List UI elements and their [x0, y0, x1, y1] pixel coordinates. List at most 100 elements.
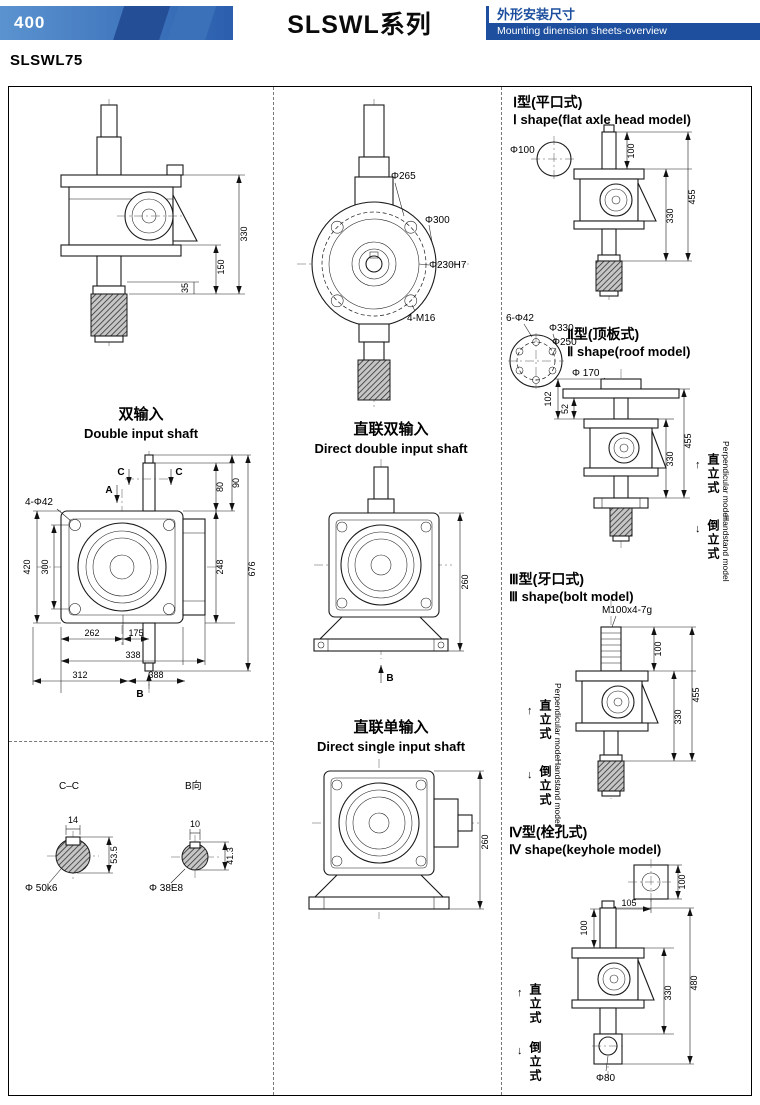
- dim-312: 312: [72, 670, 87, 680]
- orientation-handstand-en: Handstand model: [721, 515, 731, 582]
- dim-41-3: 41.3: [225, 847, 235, 865]
- shape4-detail: 100 105 100: [579, 859, 687, 949]
- direct-double-outline: [313, 459, 452, 659]
- flange-view-labels: Φ265 Φ300 Φ230H7 4-M16: [391, 171, 467, 324]
- subtitle-english: Mounting dinension sheets-overview: [489, 23, 760, 40]
- shaft-sections-drawing: C–C 14 53.5 Φ 50k6 B向: [25, 779, 235, 894]
- caption-en: Direct single input shaft: [316, 738, 466, 754]
- shape3-dimensions: 100 330 455: [621, 626, 701, 762]
- dim-455: 455: [683, 433, 693, 448]
- shape-title-cn: Ⅰ型(平口式): [513, 94, 583, 110]
- side-view-outline: [60, 99, 198, 349]
- dim-35: 35: [180, 283, 190, 293]
- dim-phi50k6: Φ 50k6: [25, 883, 58, 894]
- dim-102: 102: [543, 391, 553, 406]
- dim-phi300: Φ300: [425, 215, 450, 226]
- dim-phi250: Φ250: [552, 337, 577, 348]
- shape4-outline: Φ80: [571, 900, 655, 1084]
- header-subtitle-panel: 外形安装尺寸 Mounting dinension sheets-overvie…: [486, 6, 760, 40]
- direct-double-dimensions: 260 B: [378, 512, 470, 684]
- orientation-handstand-cn: 倒立式: [538, 765, 552, 807]
- dim-80: 80: [215, 482, 225, 492]
- direct-single-dimensions: 260: [434, 770, 490, 910]
- flange-view-drawing: Φ265 Φ300 Φ230H7 4-M16: [297, 99, 469, 407]
- caption-cn: 直联单输入: [353, 719, 429, 736]
- shape3-title: Ⅲ型(牙口式) Ⅲ shape(bolt model): [509, 571, 634, 605]
- top-view-outline: [37, 451, 223, 693]
- orientation-handstand-cn: 倒立式: [528, 1041, 542, 1083]
- down-arrow-icon: ↓: [527, 769, 533, 781]
- side-view-drawing: 330 150 35: [60, 99, 249, 349]
- dim-90: 90: [231, 478, 241, 488]
- double-input-top-view-drawing: C C A B 4-Φ42 80 90 248: [22, 451, 257, 700]
- section-label-c2: C: [175, 467, 182, 478]
- view-label-a: A: [105, 485, 112, 496]
- shape3-outline: M100x4-7g: [575, 599, 659, 799]
- up-arrow-icon: ↑: [527, 705, 533, 717]
- side-view-dimensions: 330 150 35: [127, 174, 249, 295]
- dim-phi100: Φ100: [510, 145, 535, 156]
- shape1-dimensions: 100 330 455: [616, 131, 697, 262]
- bolt-spec-4phi42: 4-Φ42: [25, 497, 53, 508]
- shape1-drawing: Φ100: [510, 121, 697, 301]
- dim-175: 175: [128, 628, 143, 638]
- flange-view-outline: [297, 99, 469, 407]
- shape4-dimensions: 330 480: [616, 907, 699, 1065]
- view-label-b: B: [386, 673, 393, 684]
- shape1-title: Ⅰ型(平口式) Ⅰ shape(flat axle head model): [513, 94, 691, 128]
- shape-title-en: Ⅲ shape(bolt model): [509, 588, 634, 604]
- top-view-annotations: C C A B 4-Φ42: [25, 467, 183, 700]
- dim-10: 10: [190, 819, 200, 829]
- dim-14: 14: [68, 815, 78, 825]
- dim-330: 330: [239, 226, 249, 241]
- caption-en: Double input shaft: [83, 425, 199, 441]
- direct-single-outline: [308, 759, 480, 919]
- dim-420: 420: [22, 559, 32, 574]
- bolt-spec-6phi42: 6-Φ42: [506, 313, 534, 324]
- caption-en: Direct double input shaft: [314, 440, 468, 456]
- thread-spec: M100x4-7g: [602, 605, 652, 616]
- dim-260: 260: [480, 834, 490, 849]
- shape2-dimensions: 102 52 330 455: [543, 378, 693, 499]
- shape4-drawing: 100 105 100: [571, 859, 699, 1084]
- caption-cn: 双输入: [118, 406, 164, 423]
- dim-260: 260: [460, 574, 470, 589]
- shape2-drawing: 6-Φ42 Φ330 Φ250 Φ 170: [506, 313, 693, 549]
- shape2-title: Ⅱ型(顶板式) Ⅱ shape(roof model): [567, 326, 690, 360]
- dim-100-right: 100: [677, 874, 687, 889]
- dim-676: 676: [247, 561, 257, 576]
- up-arrow-icon: ↑: [695, 459, 701, 471]
- dim-100-left: 100: [579, 920, 589, 935]
- caption-cn: 直联双输入: [353, 421, 429, 438]
- dim-262: 262: [84, 628, 99, 638]
- header-decoration: [109, 6, 173, 40]
- page-number: 400: [14, 13, 46, 32]
- header-decoration: [163, 6, 219, 40]
- orientation-handstand-cn: 倒立式: [706, 519, 720, 561]
- column-separator: [273, 87, 274, 1095]
- dim-100: 100: [653, 641, 663, 656]
- shape3-drawing: M100x4-7g: [575, 599, 701, 799]
- row-separator: [9, 741, 273, 742]
- column-separator: [501, 87, 502, 1095]
- model-label: SLSWL75: [10, 52, 83, 69]
- header-title-panel: SLSWL系列: [233, 6, 486, 40]
- drawing-sheet: 330 150 35: [8, 86, 752, 1096]
- dim-455: 455: [687, 189, 697, 204]
- subtitle-chinese: 外形安装尺寸: [489, 6, 760, 23]
- shape-title-cn: Ⅲ型(牙口式): [509, 571, 584, 587]
- dim-248: 248: [215, 559, 225, 574]
- dim-phi38e8: Φ 38E8: [149, 883, 184, 894]
- down-arrow-icon: ↓: [695, 523, 701, 535]
- section-cc: C–C 14 53.5 Φ 50k6: [25, 781, 119, 894]
- dim-338: 338: [125, 650, 140, 660]
- orientation-perpendicular-cn: 直立式: [706, 453, 720, 495]
- dim-150: 150: [216, 259, 226, 274]
- direct-double-input-drawing: 260 B: [313, 459, 470, 684]
- dim-330: 330: [663, 985, 673, 1000]
- shape-title-en: Ⅳ shape(keyhole model): [509, 841, 662, 857]
- dim-300: 300: [40, 559, 50, 574]
- orientation-handstand-en: Handstand model: [553, 759, 563, 826]
- up-arrow-icon: ↑: [517, 987, 523, 999]
